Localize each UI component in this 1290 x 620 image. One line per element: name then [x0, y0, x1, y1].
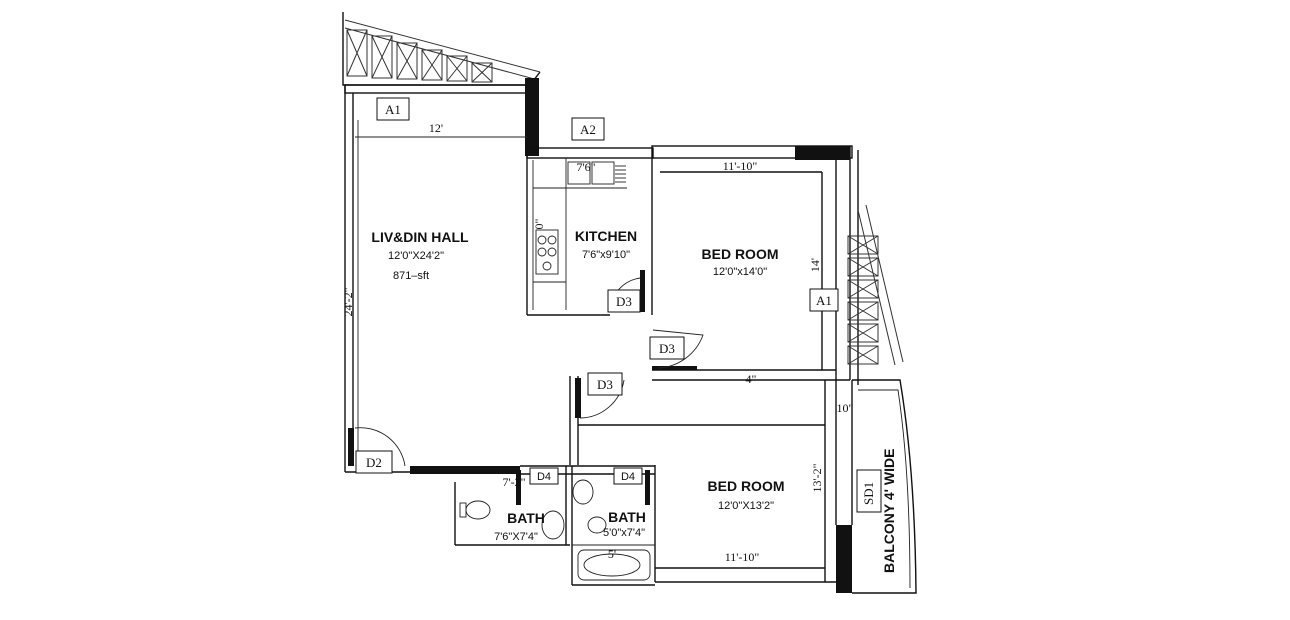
tag-sd1: SD1: [856, 469, 882, 513]
svg-text:D3: D3: [659, 341, 675, 356]
bedroom1-label: BED ROOM: [702, 246, 779, 262]
svg-text:D3: D3: [597, 377, 613, 392]
tag-d3-kitchen: D3: [607, 289, 641, 313]
svg-text:A2: A2: [580, 122, 596, 137]
svg-text:SD1: SD1: [861, 482, 876, 505]
dim-wall-4: 4": [746, 372, 757, 386]
svg-text:A1: A1: [816, 293, 832, 308]
dim-bath-5: 5': [608, 547, 616, 561]
dim-wall-10: 10": [837, 401, 854, 415]
svg-text:D2: D2: [366, 455, 382, 470]
dim-bed2-width: 11'-10": [725, 550, 760, 564]
dim-bed1-height: 14': [808, 258, 822, 272]
svg-text:D3: D3: [616, 294, 632, 309]
top-lattice: [342, 12, 541, 86]
tag-a2: A2: [571, 117, 605, 141]
kitchen-walls: [526, 147, 654, 316]
kitchen-size: 7'6"x9'10": [582, 249, 630, 261]
living-walls: [344, 78, 539, 474]
tag-d3-bed2: D3: [587, 372, 623, 396]
balcony-label: BALCONY 4' WIDE: [881, 449, 897, 573]
dim-kitchen-side: 0": [532, 218, 546, 229]
dim-living-width: 12': [429, 121, 443, 135]
kitchen-label: KITCHEN: [575, 228, 637, 244]
bedroom1-size: 12'0"x14'0": [713, 266, 767, 278]
bath2-size: 5'0"x7'4": [603, 527, 645, 539]
bedroom1-walls: [651, 145, 853, 381]
svg-text:D4: D4: [537, 471, 551, 483]
dim-kitchen-sink: 7'6": [576, 160, 595, 174]
living-room-area: 871–sft: [393, 270, 429, 282]
bath2-label: BATH: [608, 509, 646, 525]
tag-a1-right: A1: [809, 288, 839, 312]
tag-d2: D2: [355, 450, 393, 474]
tag-a1-top: A1: [376, 97, 410, 121]
living-room-size: 12'0"X24'2": [388, 250, 444, 262]
dim-bath-7-2: 7'-2": [502, 475, 525, 489]
tag-d4-right: D4: [613, 467, 643, 485]
bath1-label: BATH: [507, 510, 545, 526]
bedroom2-label: BED ROOM: [708, 478, 785, 494]
bedroom2-walls: [569, 376, 917, 594]
bedroom2-size: 12'0"X13'2": [718, 500, 774, 512]
tag-d3-corridor: D3: [649, 336, 685, 360]
bath1-size: 7'6"X7'4": [494, 531, 538, 543]
bath-walls: [348, 427, 655, 586]
tag-d4-left: D4: [529, 467, 559, 485]
right-lattice: [847, 150, 904, 385]
dim-living-height: 24'-2": [341, 287, 355, 316]
svg-text:A1: A1: [385, 102, 401, 117]
dim-bed2-height: 13'-2": [810, 463, 824, 492]
svg-text:D4: D4: [621, 471, 635, 483]
living-room-label: LIV&DIN HALL: [371, 229, 469, 245]
dim-bed1-width: 11'-10": [723, 159, 758, 173]
